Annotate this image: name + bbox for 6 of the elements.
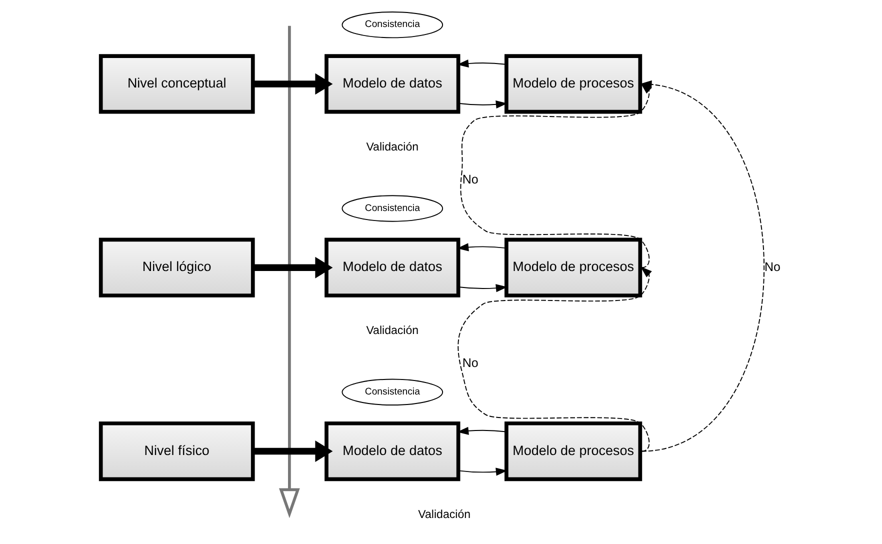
label: Validación <box>366 325 419 338</box>
label: Validación <box>366 141 419 154</box>
edge-label: No <box>764 260 780 274</box>
edge-label: No <box>462 356 478 370</box>
label: Validación <box>418 508 471 521</box>
edge-label: No <box>462 172 478 186</box>
